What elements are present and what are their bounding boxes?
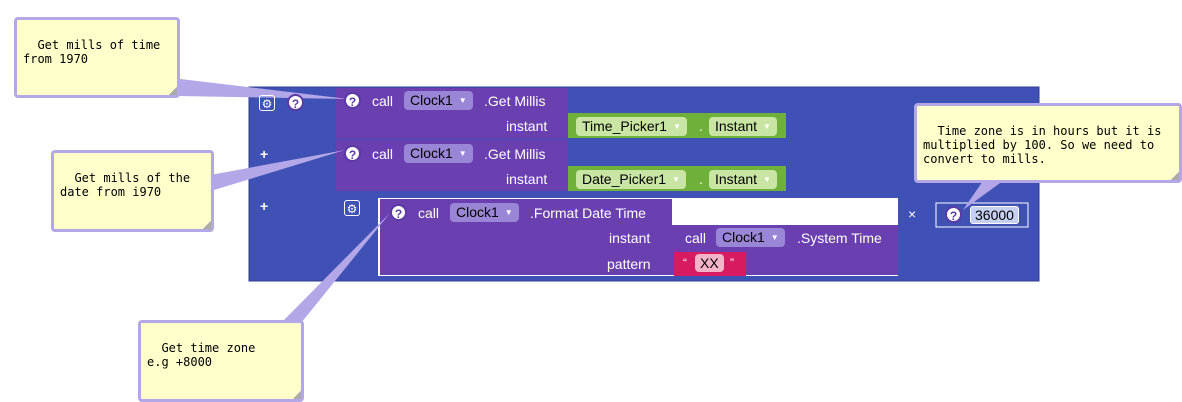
help-icon[interactable]: ? [390,204,407,221]
call-keyword: call [372,93,394,109]
call-keyword: call [685,230,707,246]
resize-handle-icon[interactable] [1171,172,1179,180]
comment-bubble[interactable]: Get time zone e.g +8000 [138,320,304,402]
comment-text: Get mills of time from 1970 [23,38,161,66]
chevron-down-icon: ▼ [673,122,681,132]
help-icon[interactable]: ? [344,145,361,162]
call-keyword: call [372,146,394,162]
chevron-down-icon: ▼ [458,96,467,106]
help-icon[interactable]: ? [287,94,304,111]
comment-bubble[interactable]: Get mills of the date from i970 [51,150,214,232]
call-keyword: call [418,205,440,221]
clock-component-dropdown[interactable]: Clock1▼ [716,228,785,248]
clock-component-dropdown[interactable]: Clock1▼ [450,203,519,223]
instant-property-dropdown[interactable]: Instant▼ [709,117,777,137]
chevron-down-icon: ▼ [504,208,513,218]
chevron-down-icon: ▼ [672,175,680,185]
comment-1-connector [172,78,348,99]
pattern-label: pattern [607,256,651,272]
comment-text: Get mills of the date from i970 [60,171,191,199]
date-picker-dropdown[interactable]: Date_Picker1▼ [576,170,686,190]
help-icon[interactable]: ? [945,206,962,223]
comment-2-connector [205,150,345,190]
chevron-down-icon: ▼ [458,149,467,159]
clock-component-dropdown[interactable]: Clock1▼ [404,144,473,164]
quote-close: ” [730,256,734,270]
format-date-time-method-label: .Format Date Time [530,205,646,221]
clock-component-dropdown[interactable]: Clock1▼ [404,91,473,111]
number-field[interactable]: 36000 [970,206,1019,224]
comment-bubble[interactable]: Get mills of time from 1970 [14,17,180,98]
get-millis-method-label: .Get Millis [484,146,546,162]
chevron-down-icon: ▼ [763,175,771,185]
chevron-down-icon: ▼ [770,233,779,243]
help-icon[interactable]: ? [344,92,361,109]
quote-open: “ [683,256,687,270]
pattern-text-field[interactable]: XX [695,254,724,272]
mutator-gear-icon[interactable]: ⚙ [344,200,360,216]
resize-handle-icon[interactable] [169,87,177,95]
dot-separator: . [699,171,703,187]
add-plus-sign-2: + [260,198,269,214]
mutator-gear-icon[interactable]: ⚙ [259,95,275,111]
comment-text: Get time zone e.g +8000 [147,341,256,369]
comment-text: Time zone is in hours but it is multipli… [923,124,1162,166]
instant-label: instant [506,171,548,187]
instant-property-dropdown[interactable]: Instant▼ [709,170,777,190]
dot-separator: . [699,118,703,134]
get-millis-method-label: .Get Millis [484,93,546,109]
chevron-down-icon: ▼ [763,122,771,132]
system-time-method-label: .System Time [797,230,882,246]
add-plus-sign-1: + [260,146,269,162]
system-time-block[interactable] [674,225,898,250]
multiply-operator: × [908,206,917,222]
comment-4-connector [963,178,1007,210]
instant-label: instant [506,118,548,134]
instant-label: instant [609,230,651,246]
resize-handle-icon[interactable] [293,391,301,399]
resize-handle-icon[interactable] [203,221,211,229]
time-picker-dropdown[interactable]: Time_Picker1▼ [576,117,687,137]
comment-bubble[interactable]: Time zone is in hours but it is multipli… [914,103,1182,183]
comment-3-connector [282,213,390,328]
